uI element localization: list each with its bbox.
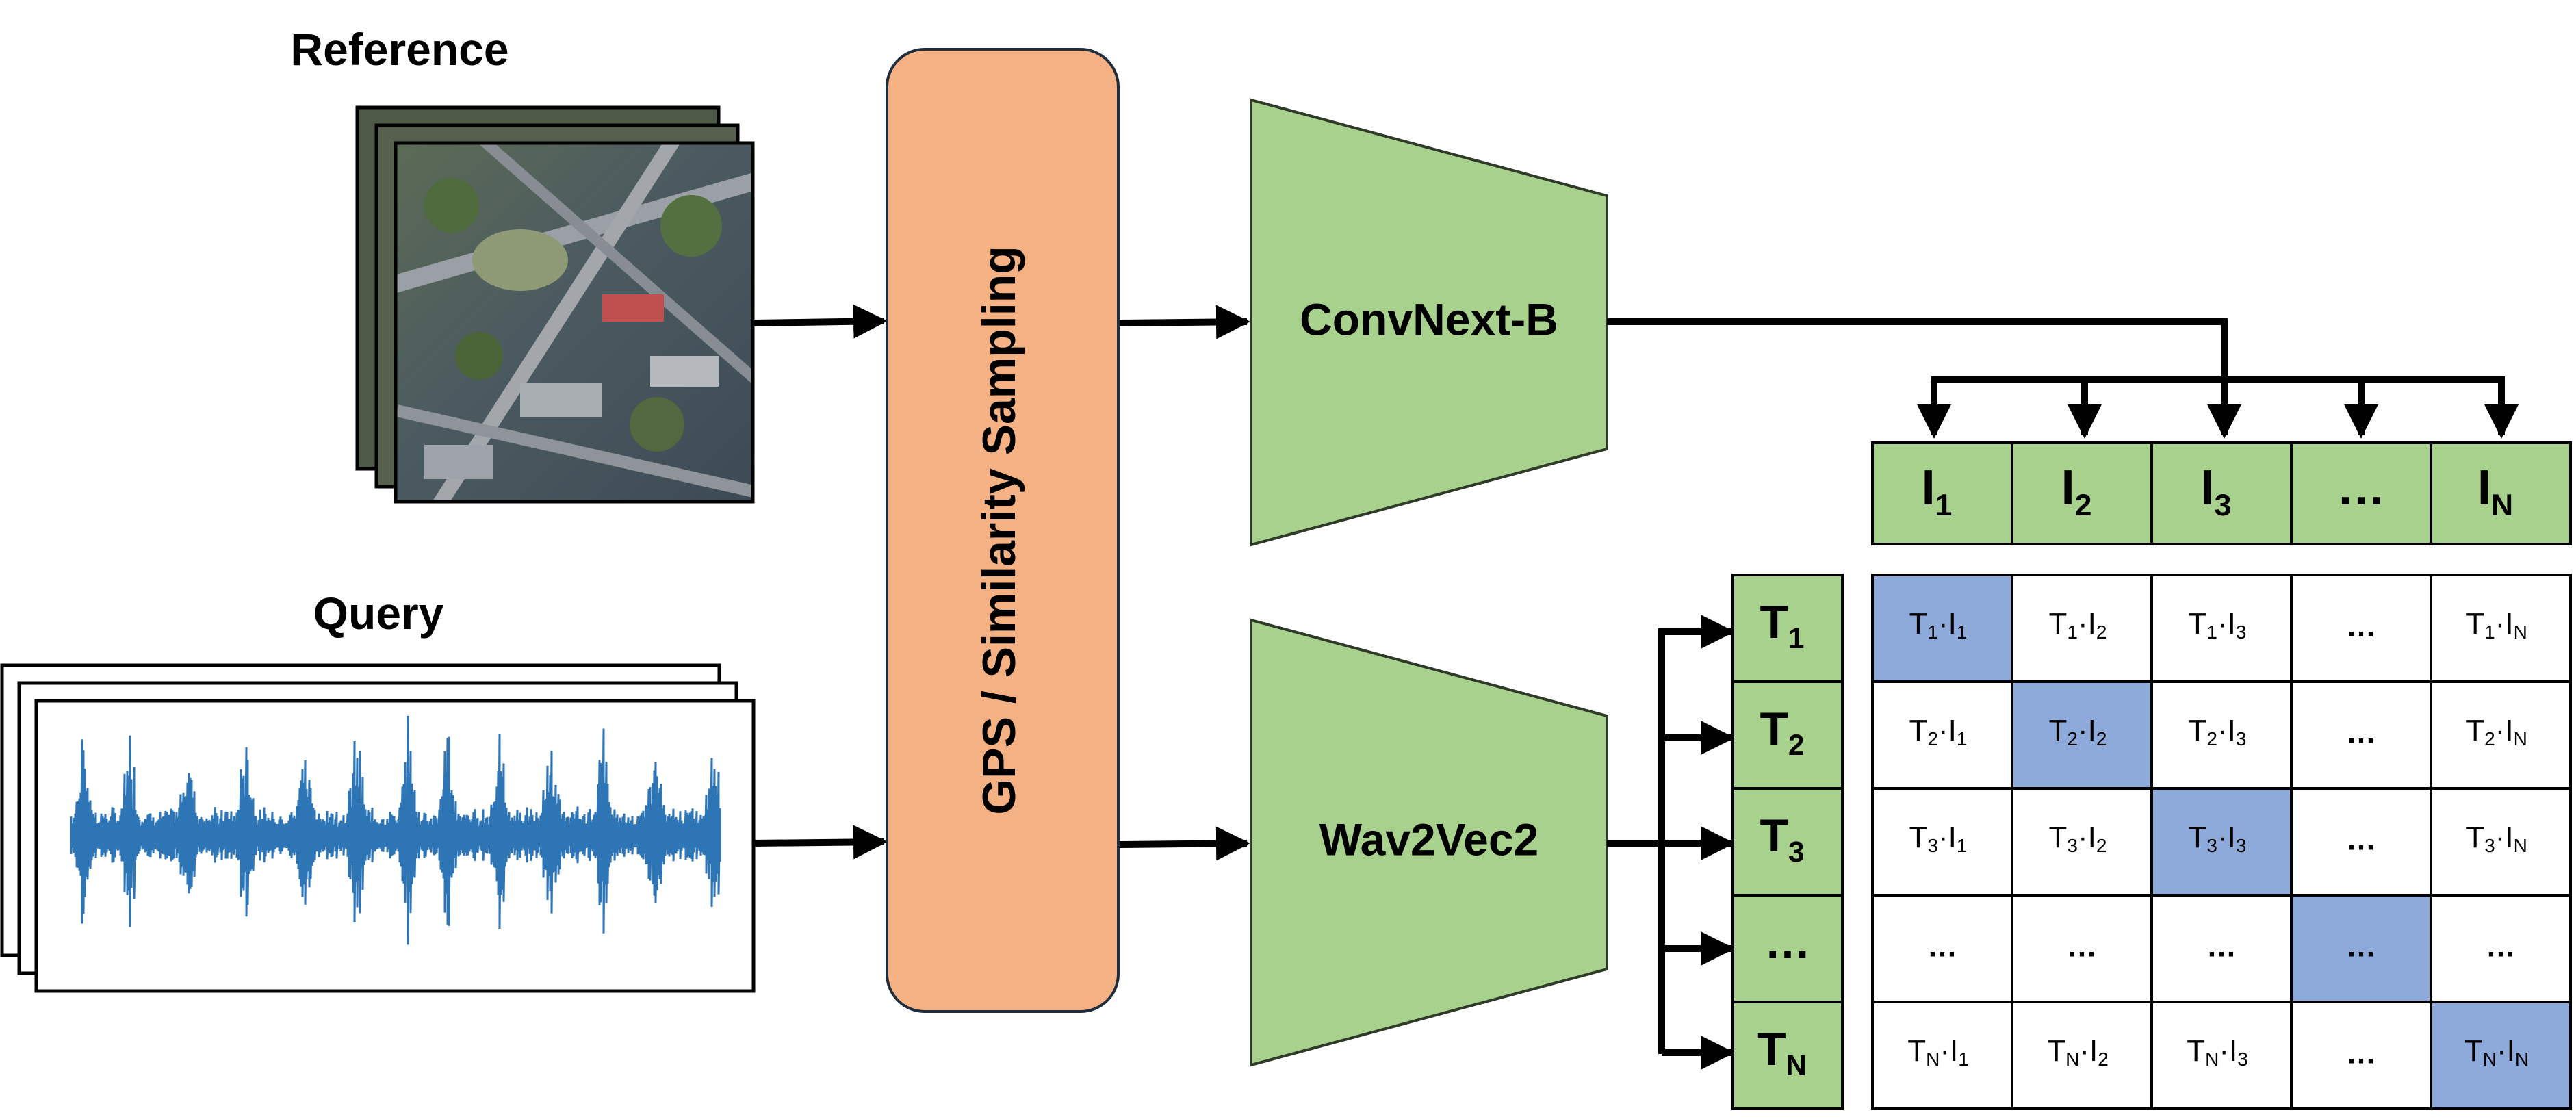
image-encoder-shape <box>1250 98 1608 547</box>
image-embedding-label-base: I <box>2477 461 2491 515</box>
audio-embedding-label: TN <box>1757 1023 1807 1081</box>
image-embedding-label-base: … <box>2336 461 2386 515</box>
query-waveform <box>70 715 721 945</box>
matrix-cell-label: T3·IN <box>2466 821 2527 857</box>
matrix-cell <box>2150 1001 2293 1110</box>
matrix-cell <box>1871 894 2013 1003</box>
image-embedding-cell <box>1871 441 2013 545</box>
query-label: Query <box>313 588 444 639</box>
similarity-matrix: T1·I1 T1·I2 T1·I3 … T1·IN T2·I1 T2·I2 T2·I3 … T2·… <box>1871 574 2572 1110</box>
image-encoder-label: ConvNext-B <box>1300 294 1558 344</box>
image-embedding-cell <box>2011 441 2153 545</box>
audio-embedding-connectors <box>1607 615 1735 1070</box>
reference-aerial-image <box>396 143 753 502</box>
matrix-cell-label: T3·I1 <box>1909 821 1968 857</box>
image-embedding-connectors <box>1607 318 2519 439</box>
matrix-cell-label: T1·IN <box>2466 607 2527 643</box>
audio-embedding-label-base: … <box>1764 916 1811 968</box>
matrix-cell-label: T3·I3 <box>2189 821 2247 857</box>
image-embedding-label-subscript: 2 <box>2075 489 2092 522</box>
image-embedding-label-base: I <box>2061 461 2075 515</box>
reference-label: Reference <box>290 24 508 75</box>
audio-embedding-label-subscript: N <box>1786 1049 1807 1081</box>
matrix-ellipsis: … <box>2346 610 2376 643</box>
query-audio-stack <box>0 663 756 993</box>
audio-embedding-label-base: T <box>1760 596 1789 648</box>
matrix-ellipsis: … <box>2346 930 2376 964</box>
matrix-cell-label: TN·I3 <box>2187 1034 2248 1070</box>
audio-embedding-label-subscript: 2 <box>1788 729 1804 761</box>
matrix-cell <box>2011 787 2153 897</box>
sampler-to-audio-encoder-arrow <box>1119 826 1250 861</box>
matrix-cell-label: T1·I1 <box>1909 607 1968 643</box>
matrix-cell <box>2430 894 2572 1003</box>
image-embedding-label: IN <box>2477 461 2513 522</box>
reference-image-stack <box>355 105 755 504</box>
reference-to-sampler-arrow <box>754 304 888 339</box>
image-embedding-cell <box>2430 441 2572 545</box>
query-to-sampler-arrow <box>754 825 888 860</box>
image-embedding-label: I3 <box>2201 461 2232 522</box>
matrix-cell <box>2290 1001 2432 1110</box>
matrix-ellipsis: … <box>2067 930 2097 964</box>
image-embedding-label-base: I <box>1922 461 1935 515</box>
image-embedding-label-subscript: 3 <box>2215 489 2232 522</box>
reference-image-front-frame <box>394 141 755 504</box>
audio-embedding-cell <box>1731 1001 1844 1110</box>
matrix-cell-label: T1·I2 <box>2049 607 2107 643</box>
image-embedding-label-subscript: N <box>2491 489 2513 522</box>
matrix-cell <box>2430 680 2572 790</box>
audio-embedding-label: T1 <box>1760 596 1805 654</box>
matrix-cell <box>2150 680 2293 790</box>
audio-embedding-label-base: T <box>1760 703 1789 755</box>
image-embedding-label-subscript: 1 <box>1935 489 1953 522</box>
audio-embedding-label-subscript: 1 <box>1788 622 1804 654</box>
matrix-cell-diagonal <box>2150 787 2293 897</box>
sampler-box <box>886 48 1120 1013</box>
matrix-cell-label: T2·IN <box>2466 714 2527 750</box>
image-embedding-label-base: I <box>2201 461 2215 515</box>
audio-encoder-shape <box>1250 618 1608 1067</box>
matrix-ellipsis: … <box>2346 717 2376 750</box>
sampler-label: GPS / Similarity Sampling <box>973 246 1025 814</box>
audio-embedding-label: T2 <box>1760 703 1805 761</box>
image-embedding-label: I1 <box>1922 461 1953 522</box>
audio-embedding-label: T3 <box>1760 810 1805 868</box>
audio-embedding-label-base: T <box>1760 810 1789 862</box>
matrix-cell-label: T1·I3 <box>2189 607 2247 643</box>
audio-embedding-cell <box>1731 574 1844 683</box>
audio-embedding-label: … <box>1764 916 1811 968</box>
matrix-cell-label: TN·I2 <box>2047 1034 2109 1070</box>
audio-embedding-cell <box>1731 894 1844 1003</box>
matrix-cell-label: T3·I2 <box>2049 821 2107 857</box>
matrix-ellipsis: … <box>1927 930 1957 964</box>
matrix-cell <box>2011 1001 2153 1110</box>
matrix-cell <box>2290 787 2432 897</box>
audio-encoder-label: Wav2Vec2 <box>1319 814 1538 864</box>
matrix-cell <box>2430 787 2572 897</box>
audio-embedding-label-subscript: 3 <box>1788 836 1804 868</box>
matrix-cell-label: T2·I3 <box>2189 714 2247 750</box>
matrix-ellipsis: … <box>2346 823 2376 857</box>
matrix-ellipsis: … <box>2486 930 2516 964</box>
matrix-cell-label: TN·I1 <box>1907 1034 1969 1070</box>
image-embedding-cell <box>2150 441 2293 545</box>
image-embedding-label: I2 <box>2061 461 2092 522</box>
matrix-cell-label: TN·IN <box>2464 1034 2529 1070</box>
matrix-cell-diagonal <box>2430 1001 2572 1110</box>
matrix-cell-label: T2·I2 <box>2049 714 2107 750</box>
matrix-cell-label: T2·I1 <box>1909 714 1968 750</box>
matrix-ellipsis: … <box>2206 930 2237 964</box>
audio-embedding-cell <box>1731 680 1844 790</box>
audio-embedding-label-base: T <box>1757 1023 1786 1075</box>
image-embedding-label: … <box>2336 461 2386 515</box>
sampler-to-image-encoder-arrow <box>1119 305 1250 339</box>
matrix-ellipsis: … <box>2346 1037 2376 1070</box>
